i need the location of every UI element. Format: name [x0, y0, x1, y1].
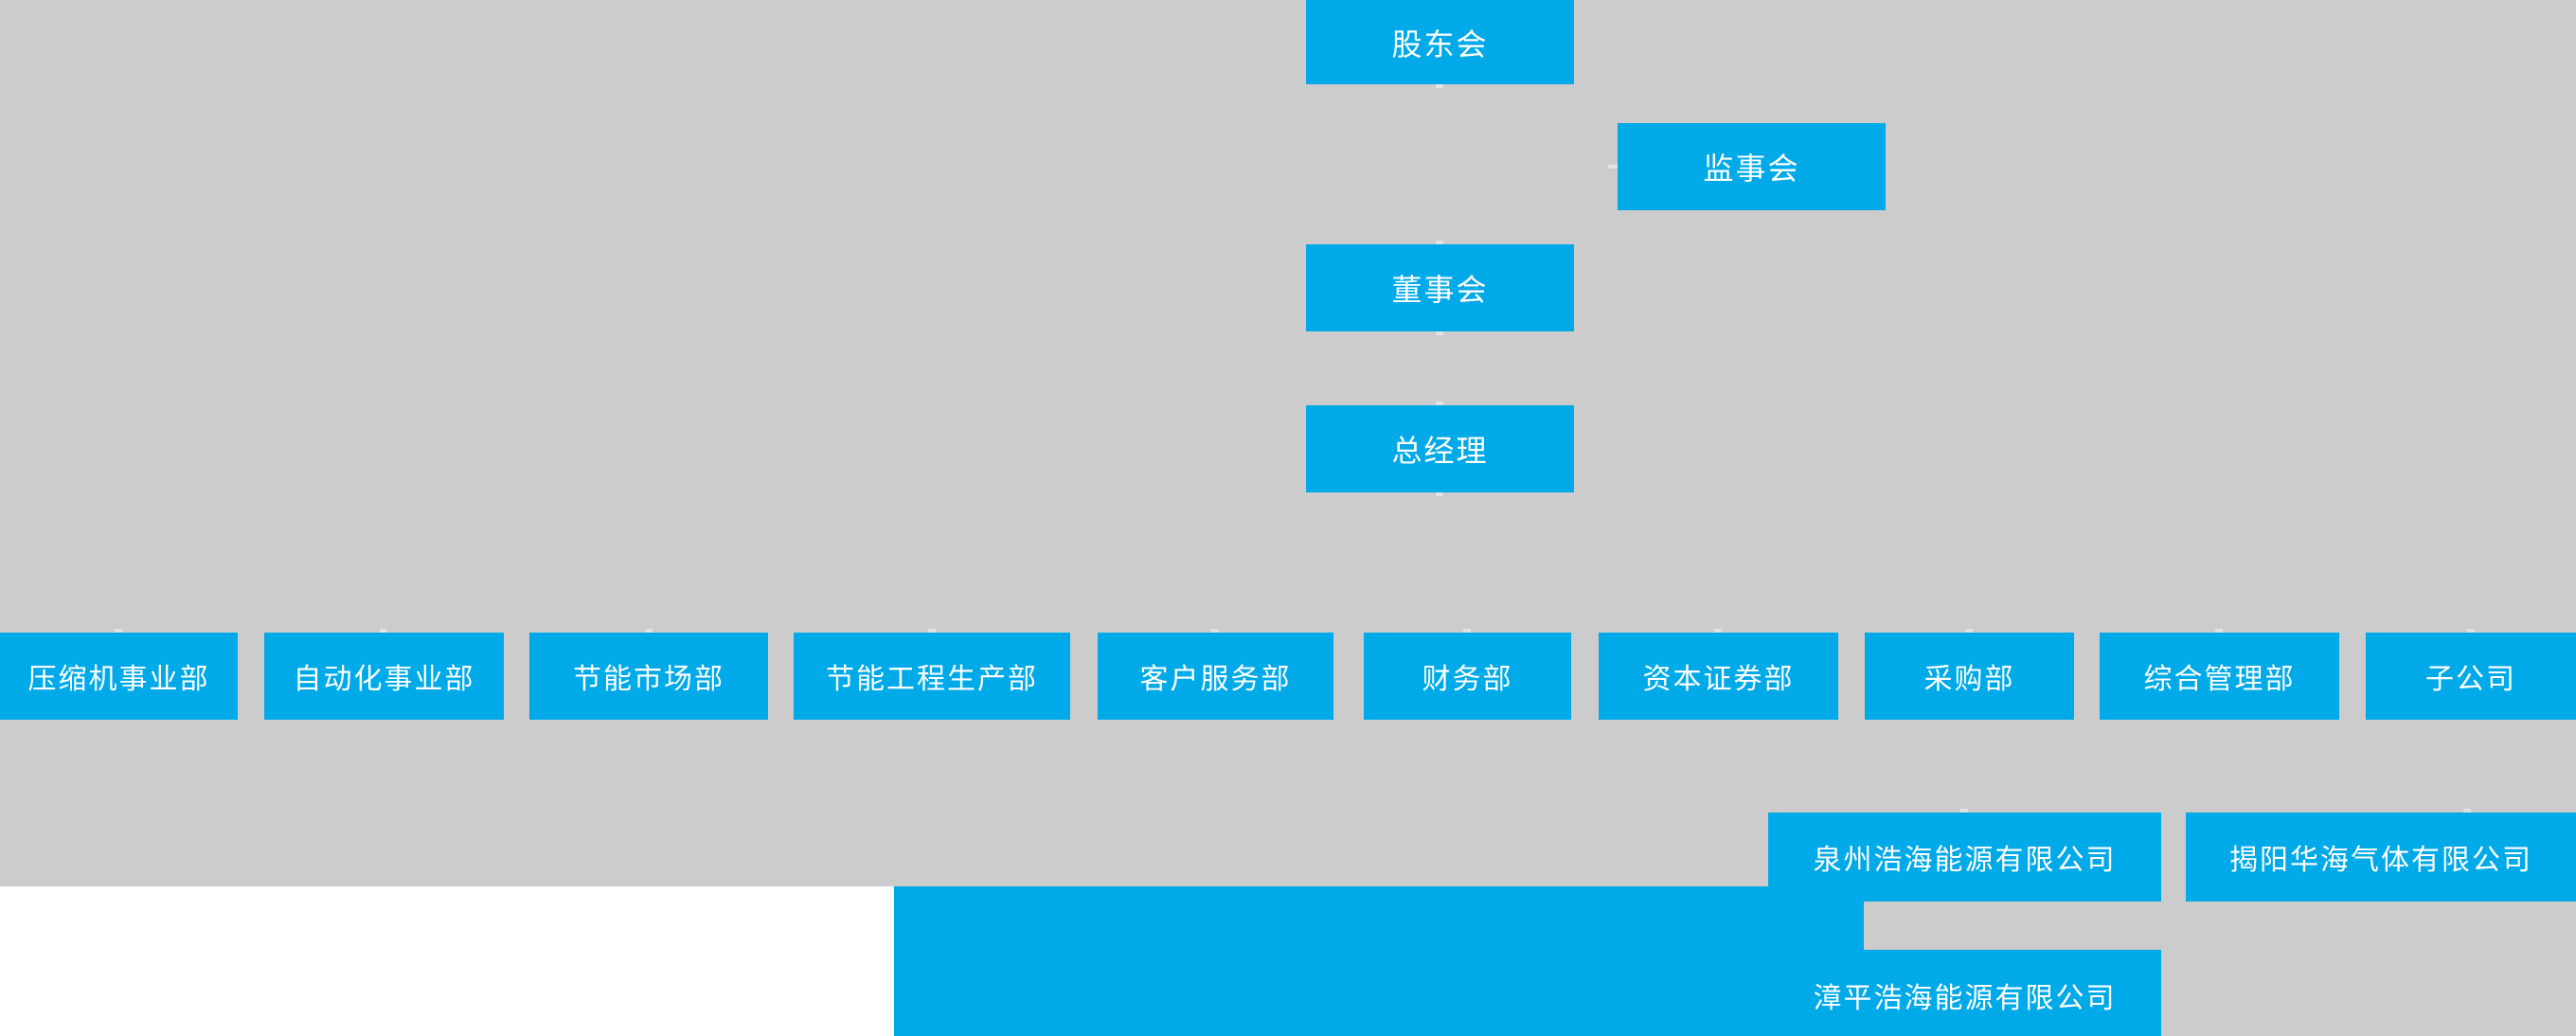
node-supervisory-board: 监事会: [1618, 123, 1886, 210]
dept-energy-saving-market: 节能市场部: [529, 633, 768, 720]
dept-compressor-division: 压缩机事业部: [0, 633, 238, 720]
subsidiary-jieyang-huahai-gas: 揭阳华海气体有限公司: [2186, 813, 2576, 902]
bottom-blue-bar: [894, 886, 1864, 1036]
dept-automation-division: 自动化事业部: [264, 633, 504, 720]
dept-capital-securities: 资本证券部: [1599, 633, 1838, 720]
connector-stub: [1960, 809, 1968, 813]
connector-stub: [928, 629, 936, 633]
node-shareholders-meeting: 股东会: [1306, 0, 1574, 84]
dept-energy-saving-engineering-production: 节能工程生产部: [794, 633, 1070, 720]
connector-stub: [2215, 629, 2223, 633]
node-board-of-directors: 董事会: [1306, 244, 1574, 331]
connector-stub: [1965, 629, 1973, 633]
dept-procurement: 采购部: [1865, 633, 2074, 720]
connector-stub: [1608, 165, 1618, 169]
connector-stub: [1436, 492, 1443, 496]
connector-stub: [2467, 629, 2475, 633]
chart-background: [0, 0, 2576, 886]
connector-stub: [1436, 331, 1443, 335]
subsidiary-quanzhou-haohai-energy: 泉州浩海能源有限公司: [1768, 813, 2161, 902]
connector-stub: [1436, 84, 1443, 88]
dept-subsidiaries: 子公司: [2366, 633, 2576, 720]
connector-stub: [380, 629, 387, 633]
connector-stub: [1436, 241, 1443, 244]
connector-stub: [1436, 402, 1443, 405]
node-general-manager: 总经理: [1306, 405, 1574, 492]
connector-stub: [115, 629, 122, 633]
connector-stub: [2463, 809, 2471, 813]
connector-stub: [1211, 629, 1219, 633]
dept-general-administration: 综合管理部: [2100, 633, 2339, 720]
dept-customer-service: 客户服务部: [1098, 633, 1333, 720]
subsidiary-zhangping-haohai-energy: 漳平浩海能源有限公司: [1768, 950, 2161, 1036]
connector-stub: [1463, 629, 1471, 633]
connector-stub: [1714, 629, 1722, 633]
connector-stub: [645, 629, 653, 633]
dept-finance: 财务部: [1364, 633, 1571, 720]
